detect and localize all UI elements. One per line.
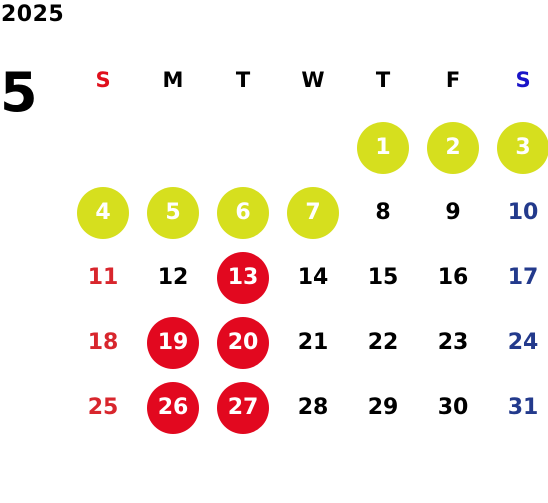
highlighted-day-number: 3: [497, 121, 548, 174]
empty-cell: [208, 115, 278, 180]
day-cell[interactable]: 6: [208, 180, 278, 245]
day-cell[interactable]: 5: [138, 180, 208, 245]
day-number: 9: [445, 200, 461, 225]
highlighted-day-number: 4: [77, 186, 129, 239]
day-cell[interactable]: 26: [138, 375, 208, 440]
highlighted-day-number: 26: [147, 381, 199, 434]
day-number: 31: [507, 395, 539, 420]
day-number: 15: [367, 265, 399, 290]
day-cell[interactable]: 29: [348, 375, 418, 440]
empty-cell: [278, 115, 348, 180]
day-cell[interactable]: 4: [68, 180, 138, 245]
day-number: 11: [87, 265, 119, 290]
day-cell[interactable]: 7: [278, 180, 348, 245]
day-cell[interactable]: 19: [138, 310, 208, 375]
day-number: 8: [375, 200, 391, 225]
highlighted-day-number: 6: [217, 186, 269, 239]
day-cell[interactable]: 2: [418, 115, 488, 180]
weekday-header: S: [515, 68, 531, 92]
day-cell[interactable]: 31: [488, 375, 548, 440]
day-number: 18: [87, 330, 119, 355]
day-number: 28: [297, 395, 329, 420]
day-number: 22: [367, 330, 399, 355]
weekday-header: T: [375, 68, 391, 92]
year-label: 2025: [1, 2, 65, 27]
day-cell[interactable]: 3: [488, 115, 548, 180]
highlighted-day-number: 19: [147, 316, 199, 369]
day-cell[interactable]: 20: [208, 310, 278, 375]
day-cell[interactable]: 9: [418, 180, 488, 245]
day-cell[interactable]: 28: [278, 375, 348, 440]
highlighted-day-number: 13: [217, 251, 269, 304]
day-cell[interactable]: 13: [208, 245, 278, 310]
highlighted-day-number: 27: [217, 381, 269, 434]
day-cell[interactable]: 18: [68, 310, 138, 375]
empty-cell: [68, 115, 138, 180]
highlighted-day-number: 5: [147, 186, 199, 239]
day-cell[interactable]: 14: [278, 245, 348, 310]
highlighted-day-number: 2: [427, 121, 479, 174]
day-number: 30: [437, 395, 469, 420]
day-cell[interactable]: 11: [68, 245, 138, 310]
day-number: 14: [297, 265, 329, 290]
weekday-header: W: [301, 68, 325, 92]
day-number: 10: [507, 200, 539, 225]
day-number: 17: [507, 265, 539, 290]
highlighted-day-number: 7: [287, 186, 339, 239]
day-number: 29: [367, 395, 399, 420]
highlighted-day-number: 20: [217, 316, 269, 369]
day-number: 23: [437, 330, 469, 355]
day-number: 21: [297, 330, 329, 355]
weekday-header: F: [445, 68, 461, 92]
day-cell[interactable]: 10: [488, 180, 548, 245]
day-cell[interactable]: 24: [488, 310, 548, 375]
highlighted-day-number: 1: [357, 121, 409, 174]
day-cell[interactable]: 30: [418, 375, 488, 440]
weekday-header: T: [235, 68, 251, 92]
day-cell[interactable]: 17: [488, 245, 548, 310]
empty-cell: [138, 115, 208, 180]
day-number: 25: [87, 395, 119, 420]
day-cell[interactable]: 16: [418, 245, 488, 310]
month-number: 5: [0, 61, 38, 124]
day-number: 16: [437, 265, 469, 290]
weekday-header: M: [162, 68, 184, 92]
day-number: 24: [507, 330, 539, 355]
day-cell[interactable]: 12: [138, 245, 208, 310]
weekday-header: S: [95, 68, 111, 92]
day-number: 12: [157, 265, 189, 290]
day-cell[interactable]: 1: [348, 115, 418, 180]
day-cell[interactable]: 25: [68, 375, 138, 440]
day-cell[interactable]: 22: [348, 310, 418, 375]
day-cell[interactable]: 15: [348, 245, 418, 310]
day-cell[interactable]: 27: [208, 375, 278, 440]
day-cell[interactable]: 23: [418, 310, 488, 375]
day-cell[interactable]: 8: [348, 180, 418, 245]
day-cell[interactable]: 21: [278, 310, 348, 375]
